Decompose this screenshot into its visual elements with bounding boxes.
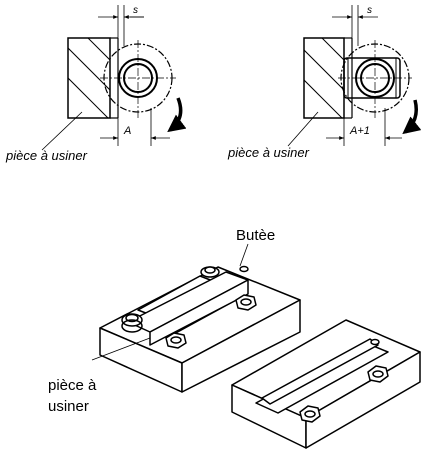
stop-label: Butèe — [236, 227, 275, 244]
workpiece-label-bottom-2: usiner — [48, 398, 89, 415]
eccentric-cam — [338, 40, 412, 118]
isometric-assembly-back — [231, 319, 421, 449]
detail-top-left: s A pièce à usiner — [5, 5, 187, 163]
dim-s-label: s — [133, 5, 138, 16]
dim-a-label: A+1 — [349, 125, 370, 137]
hex-bolt-icon — [235, 294, 257, 311]
hex-bolt-icon — [299, 405, 321, 423]
hex-bolt-icon — [367, 365, 389, 383]
eccentric-cam — [100, 40, 176, 118]
dim-s-label: s — [367, 5, 372, 16]
hex-bolt-icon — [165, 332, 187, 349]
workpiece-label-right: pièce à usiner — [227, 145, 310, 160]
detail-top-right: s A+1 pièce à usiner — [227, 5, 422, 160]
rotation-arrow-icon — [167, 97, 187, 133]
rotation-arrow-icon — [402, 99, 422, 135]
workpiece-label-bottom-1: pièce à — [48, 377, 97, 394]
dim-a-label: A — [123, 125, 131, 137]
isometric-assembly-front — [99, 265, 301, 393]
workpiece-label-left: pièce à usiner — [5, 148, 88, 163]
